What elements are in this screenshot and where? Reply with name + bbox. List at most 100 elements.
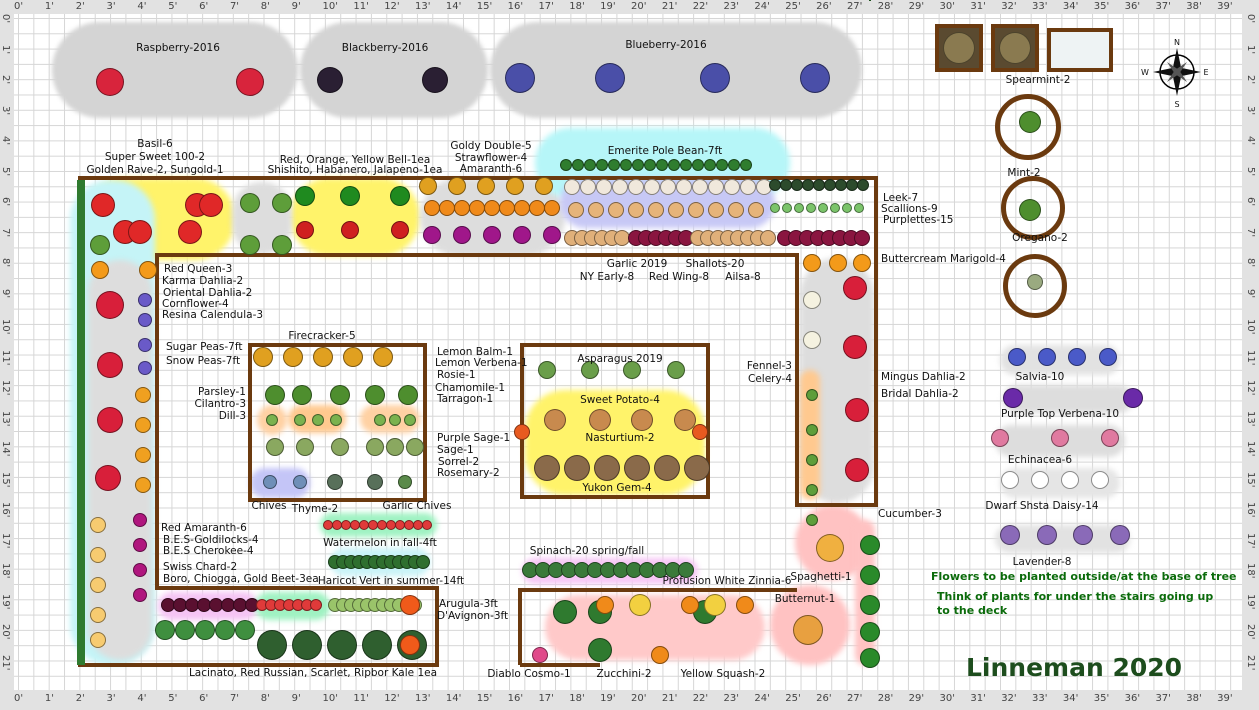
dahlia-icon[interactable] (843, 335, 867, 359)
scallion-icon[interactable] (830, 203, 840, 213)
blueberry-icon[interactable] (505, 63, 535, 93)
chili-pepper-icon[interactable] (341, 221, 359, 239)
spaghetti-squash-icon[interactable] (816, 534, 844, 562)
purplette-icon[interactable] (854, 230, 870, 246)
thyme-icon[interactable] (327, 474, 343, 490)
cornflower-icon[interactable] (138, 361, 152, 375)
cucumber-icon[interactable] (860, 595, 880, 615)
red-amaranth-icon[interactable] (133, 513, 147, 527)
sage-icon[interactable] (266, 438, 284, 456)
onion-icon[interactable] (748, 202, 764, 218)
yellow-squash-icon[interactable] (704, 594, 726, 616)
chives-icon[interactable] (293, 475, 307, 489)
cornflower-icon[interactable] (138, 338, 152, 352)
marigold-icon[interactable] (803, 254, 821, 272)
bell-pepper-icon[interactable] (295, 186, 315, 206)
lavender-icon[interactable] (1037, 525, 1057, 545)
strawflower-icon[interactable] (484, 200, 500, 216)
sage-icon[interactable] (366, 438, 384, 456)
pole-bean-icon[interactable] (656, 159, 668, 171)
chili-pepper-icon[interactable] (296, 221, 314, 239)
scallion-icon[interactable] (794, 203, 804, 213)
marigold-icon[interactable] (400, 635, 420, 655)
tomato-icon[interactable] (128, 220, 152, 244)
asparagus-icon[interactable] (581, 361, 599, 379)
onion-icon[interactable] (648, 202, 664, 218)
shallot-icon[interactable] (760, 230, 776, 246)
thyme-icon[interactable] (367, 474, 383, 490)
scallion-icon[interactable] (806, 203, 816, 213)
herb-icon[interactable] (330, 385, 350, 405)
haricot-vert-icon[interactable] (416, 555, 430, 569)
marigold-icon[interactable] (400, 595, 420, 615)
beet-flower-icon[interactable] (90, 517, 106, 533)
pole-bean-icon[interactable] (596, 159, 608, 171)
blackberry-icon[interactable] (317, 67, 343, 93)
garlic-icon[interactable] (564, 179, 580, 195)
garlic-chives-icon[interactable] (398, 475, 412, 489)
strawflower-icon[interactable] (514, 200, 530, 216)
chili-pepper-icon[interactable] (391, 221, 409, 239)
garlic-icon[interactable] (676, 179, 692, 195)
cucumber-icon[interactable] (869, 0, 871, 1)
salvia-icon[interactable] (1038, 348, 1056, 366)
dahlia-icon[interactable] (97, 352, 123, 378)
basil-icon[interactable] (240, 235, 260, 255)
pole-bean-icon[interactable] (728, 159, 740, 171)
blueberry-icon[interactable] (800, 63, 830, 93)
celery-icon[interactable] (806, 484, 818, 496)
shasta-daisy-icon[interactable] (1001, 471, 1019, 489)
strawflower-icon[interactable] (454, 200, 470, 216)
parsley-icon[interactable] (294, 414, 306, 426)
pole-bean-icon[interactable] (644, 159, 656, 171)
onion-icon[interactable] (608, 202, 624, 218)
parsley-icon[interactable] (266, 414, 278, 426)
tomato-icon[interactable] (178, 220, 202, 244)
dahlia-icon[interactable] (845, 398, 869, 422)
pot-oregano[interactable] (1003, 254, 1067, 318)
lavender-icon[interactable] (1000, 525, 1020, 545)
sage-icon[interactable] (331, 438, 349, 456)
leek-icon[interactable] (857, 179, 869, 191)
swiss-chard-icon[interactable] (235, 620, 255, 640)
zucchini-icon[interactable] (553, 600, 577, 624)
garlic-icon[interactable] (612, 179, 628, 195)
asparagus-icon[interactable] (538, 361, 556, 379)
red-amaranth-icon[interactable] (133, 588, 147, 602)
asparagus-icon[interactable] (623, 361, 641, 379)
blackberry-icon[interactable] (422, 67, 448, 93)
dahlia-icon[interactable] (843, 276, 867, 300)
sunflower-icon[interactable] (419, 177, 437, 195)
cucumber-icon[interactable] (860, 565, 880, 585)
scallion-icon[interactable] (818, 203, 828, 213)
scallion-icon[interactable] (782, 203, 792, 213)
herb-icon[interactable] (398, 385, 418, 405)
kale-icon[interactable] (257, 630, 287, 660)
sunflower-icon[interactable] (477, 177, 495, 195)
celery-icon[interactable] (806, 514, 818, 526)
watermelon-radish-icon[interactable] (422, 520, 432, 530)
sweet-potato-icon[interactable] (589, 409, 611, 431)
zinnia-icon[interactable] (681, 596, 699, 614)
asparagus-icon[interactable] (667, 361, 685, 379)
bell-pepper-icon[interactable] (340, 186, 360, 206)
kale-icon[interactable] (292, 630, 322, 660)
firecracker-sunflower-icon[interactable] (283, 347, 303, 367)
bell-pepper-icon[interactable] (390, 186, 410, 206)
garlic-icon[interactable] (708, 179, 724, 195)
firecracker-sunflower-icon[interactable] (253, 347, 273, 367)
pole-bean-icon[interactable] (668, 159, 680, 171)
celery-icon[interactable] (806, 454, 818, 466)
salvia-icon[interactable] (1068, 348, 1086, 366)
amaranth-icon[interactable] (453, 226, 471, 244)
verbena-icon[interactable] (1003, 388, 1023, 408)
dahlia-icon[interactable] (97, 407, 123, 433)
salvia-icon[interactable] (1099, 348, 1117, 366)
diablo-cosmo-icon[interactable] (532, 647, 548, 663)
kale-icon[interactable] (362, 630, 392, 660)
potato-icon[interactable] (594, 455, 620, 481)
zucchini-icon[interactable] (588, 638, 612, 662)
garlic-icon[interactable] (628, 179, 644, 195)
swiss-chard-icon[interactable] (195, 620, 215, 640)
beet-flower-icon[interactable] (90, 632, 106, 648)
